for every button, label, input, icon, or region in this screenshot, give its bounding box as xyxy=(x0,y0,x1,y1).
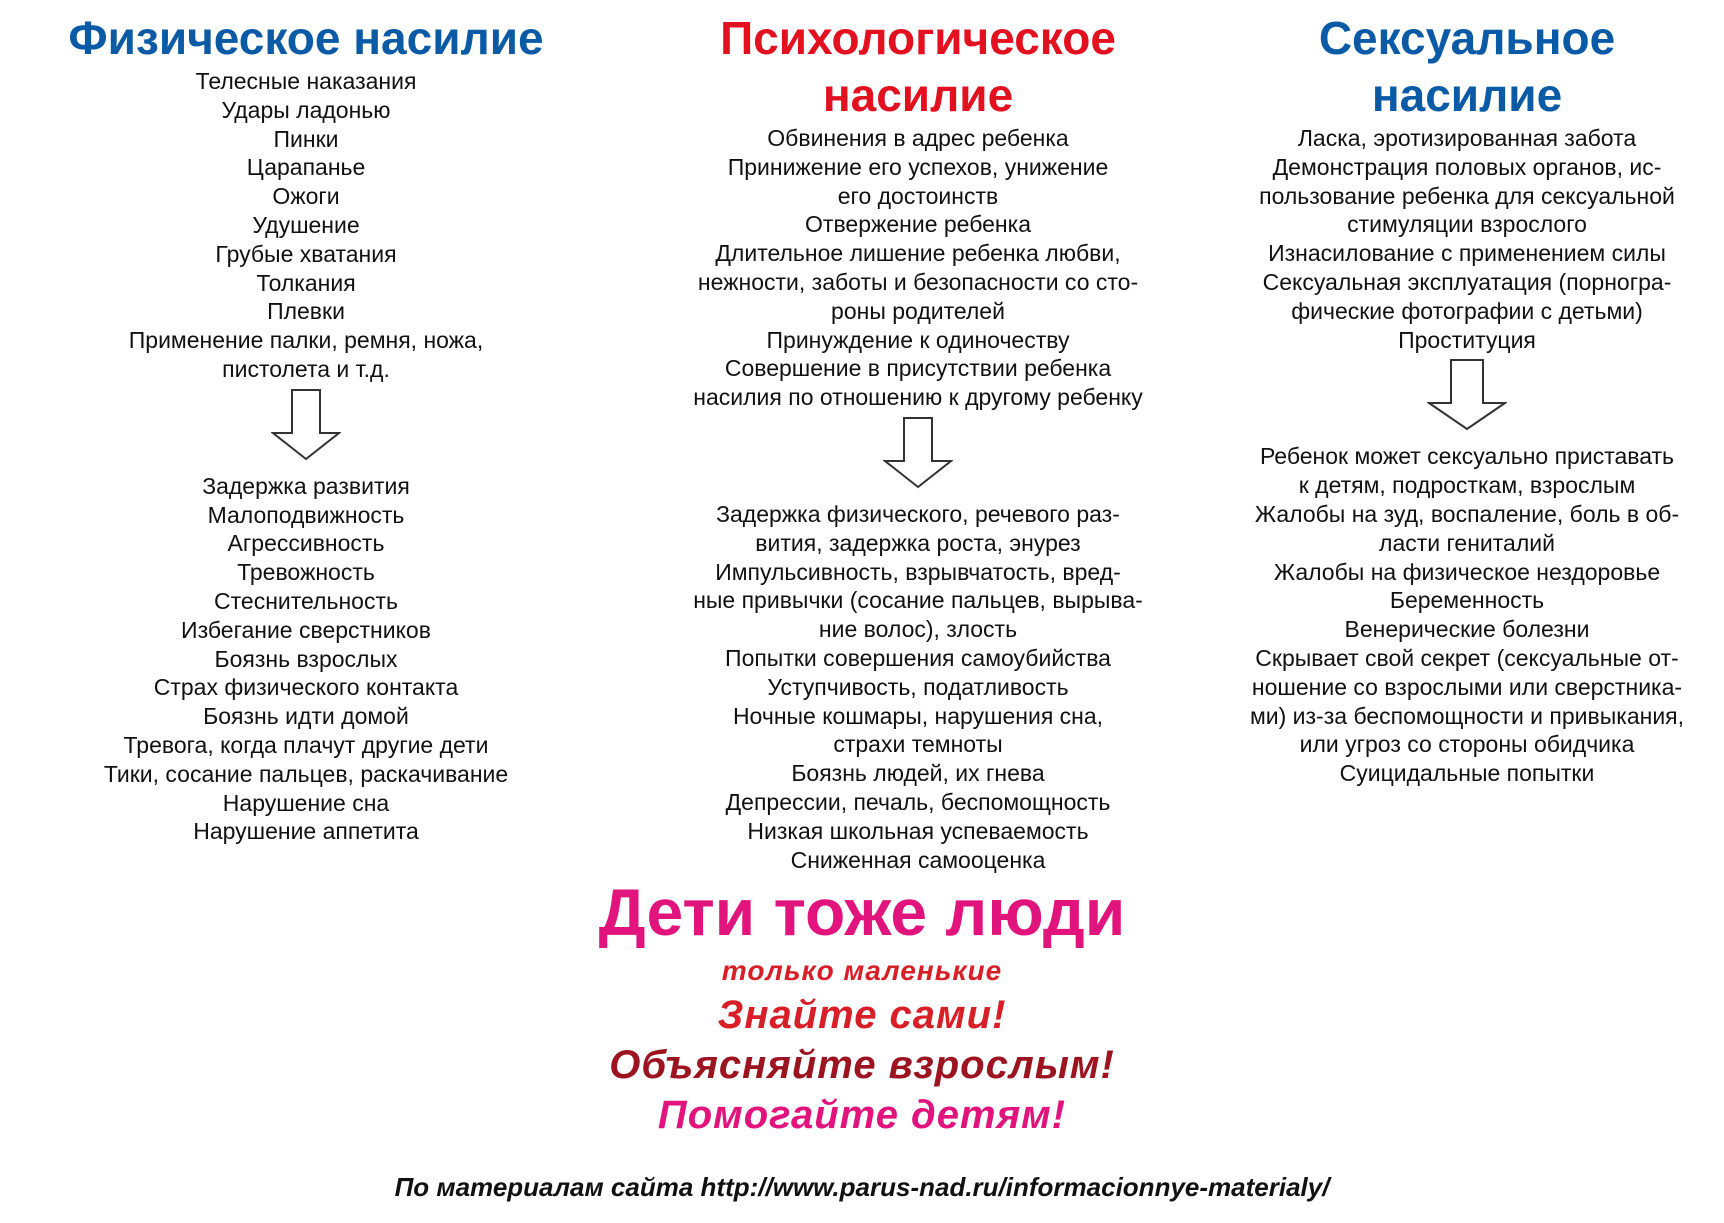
list-item: Сексуальная эксплуатация (порногра- xyxy=(1262,268,1672,295)
psych-signs-list: Задержка физического, речевого раз- вити… xyxy=(660,500,1176,874)
list-item: его достоинств xyxy=(837,182,999,209)
sexual-title-line-1: Сексуальное xyxy=(1318,12,1616,64)
list-item: Пинки xyxy=(273,125,339,152)
list-item: страхи темноты xyxy=(833,731,1003,758)
list-item: Попытки совершения самоубийства xyxy=(725,644,1111,671)
list-item: Боязнь людей, их гнева xyxy=(791,760,1045,787)
list-item: Толкания xyxy=(256,269,356,296)
list-item: Скрывает свой секрет (сексуальные от- xyxy=(1255,644,1679,671)
list-item: Применение палки, ремня, ножа, xyxy=(128,327,484,354)
list-item: Нарушение аппетита xyxy=(193,818,419,845)
list-item: Депрессии, печаль, беспомощность xyxy=(725,788,1111,815)
list-item: Ожоги xyxy=(272,183,340,210)
psychological-violence-title: Психологическое насилие xyxy=(660,10,1176,124)
slogan-explain-to-adults: Объясняйте взрослым! xyxy=(609,1043,1115,1087)
list-item: Удушение xyxy=(252,211,360,238)
list-item: вития, задержка роста, энурез xyxy=(755,529,1081,556)
sexual-signs-list: Ребенок может сексуально приставать к де… xyxy=(1222,442,1712,788)
psych-title-line-1: Психологическое xyxy=(720,12,1116,64)
list-item: Боязнь взрослых xyxy=(214,645,398,672)
list-item: ласти гениталий xyxy=(1379,529,1555,556)
list-item: Ласка, эротизированная забота xyxy=(1297,125,1637,151)
list-item: Проституция xyxy=(1398,326,1536,353)
list-item: стимуляции взрослого xyxy=(1347,211,1587,238)
list-item: роны родителей xyxy=(831,297,1005,324)
list-item: Стеснительность xyxy=(214,587,398,614)
slogan-block: Дети тоже люди только маленькие Знайте с… xyxy=(440,872,1284,1140)
slogan-subtitle: только маленькие xyxy=(721,955,1003,986)
list-item: Тревога, когда плачут другие дети xyxy=(123,731,489,758)
sexual-violence-title: Сексуальное насилие xyxy=(1222,10,1712,124)
main-slogan: Дети тоже люди xyxy=(598,875,1126,949)
list-item: Низкая школьная успеваемость xyxy=(747,817,1089,844)
list-item: или угроз со стороны обидчика xyxy=(1299,731,1635,758)
column-psychological-violence: Психологическое насилие Обвинения в адре… xyxy=(660,0,1176,874)
list-item: Принуждение к одиночеству xyxy=(766,326,1070,353)
list-item: ные привычки (сосание пальцев, вырыва- xyxy=(693,587,1143,614)
list-item: нежности, заботы и безопасности со сто- xyxy=(697,268,1139,295)
physical-forms-list: Телесные наказания Удары ладонью Пинки Ц… xyxy=(40,67,572,384)
list-item: насилия по отношению к другому ребенку xyxy=(693,384,1143,411)
list-item: Демонстрация половых органов, ис- xyxy=(1272,153,1662,180)
sexual-forms-list: Ласка, эротизированная забота Демонстрац… xyxy=(1222,124,1712,354)
slogan-help-children: Помогайте детям! xyxy=(657,1093,1067,1137)
list-item: Телесные наказания xyxy=(195,68,417,94)
list-item: Жалобы на физическое нездоровье xyxy=(1273,558,1661,585)
psych-title-line-2: насилие xyxy=(822,69,1014,121)
list-item: Избегание сверстников xyxy=(181,616,431,643)
list-item: Принижение его успехов, унижение xyxy=(727,153,1109,180)
list-item: Беременность xyxy=(1389,587,1545,614)
list-item: Задержка физического, речевого раз- xyxy=(716,500,1120,527)
list-item: Сниженная самооценка xyxy=(790,846,1046,873)
down-arrow-icon xyxy=(1427,359,1507,431)
physical-violence-title: Физическое насилие xyxy=(40,10,572,67)
list-item: Изнасилование с применением силы xyxy=(1268,240,1666,267)
list-item: Импульсивность, взрывчатость, вред- xyxy=(715,558,1121,585)
list-item: Венерические болезни xyxy=(1344,616,1590,643)
list-item: Длительное лишение ребенка любви, xyxy=(715,240,1121,267)
list-item: фические фотографии с детьми) xyxy=(1291,297,1643,324)
list-item: Уступчивость, податливость xyxy=(767,673,1069,700)
list-item: Ночные кошмары, нарушения сна, xyxy=(732,702,1104,729)
slogan-know-yourself: Знайте сами! xyxy=(717,993,1007,1037)
list-item: Тревожность xyxy=(237,559,375,586)
list-item: ние волос), злость xyxy=(818,616,1018,643)
list-item: Обвинения в адрес ребенка xyxy=(767,125,1069,151)
psych-forms-list: Обвинения в адрес ребенка Принижение его… xyxy=(660,124,1176,412)
column-sexual-violence: Сексуальное насилие Ласка, эротизированн… xyxy=(1222,0,1712,788)
list-item: Малоподвижность xyxy=(207,501,405,528)
list-item: Агрессивность xyxy=(227,530,385,557)
physical-signs-list: Задержка развития Малоподвижность Агресс… xyxy=(40,472,572,846)
sexual-arrow xyxy=(1222,359,1712,431)
down-arrow-icon xyxy=(883,416,953,489)
list-item: Жалобы на зуд, воспаление, боль в об- xyxy=(1254,500,1680,527)
physical-arrow xyxy=(40,388,572,461)
list-item: Задержка развития xyxy=(202,472,410,499)
list-item: ми) из-за беспомощности и привыкания, xyxy=(1249,702,1685,729)
list-item: пользование ребенка для сексуальной xyxy=(1259,182,1675,209)
column-physical-violence: Физическое насилие Телесные наказания Уд… xyxy=(40,0,572,846)
sexual-title-line-2: насилие xyxy=(1371,69,1563,121)
list-item: Царапанье xyxy=(246,154,366,181)
psych-arrow xyxy=(660,416,1176,489)
list-item: к детям, подросткам, взрослым xyxy=(1298,472,1636,499)
list-item: Грубые хватания xyxy=(215,240,397,267)
source-citation: По материалам сайта http://www.parus-nad… xyxy=(394,1172,1330,1202)
list-item: Нарушение сна xyxy=(222,789,390,816)
list-item: Совершение в присутствии ребенка xyxy=(724,355,1112,382)
list-item: пистолета и т.д. xyxy=(222,355,390,382)
list-item: Удары ладонью xyxy=(221,96,391,123)
list-item: Тики, сосание пальцев, раскачивание xyxy=(103,760,509,787)
list-item: Отвержение ребенка xyxy=(805,211,1031,238)
physical-title-line-1: Физическое насилие xyxy=(68,12,544,64)
down-arrow-icon xyxy=(271,388,341,461)
list-item: Страх физического контакта xyxy=(153,674,459,701)
list-item: Суицидальные попытки xyxy=(1339,760,1595,787)
list-item: Ребенок может сексуально приставать xyxy=(1259,443,1675,470)
list-item: Плевки xyxy=(267,298,345,325)
list-item: ношение со взрослыми или сверстника- xyxy=(1251,673,1683,700)
list-item: Боязнь идти домой xyxy=(203,703,409,730)
